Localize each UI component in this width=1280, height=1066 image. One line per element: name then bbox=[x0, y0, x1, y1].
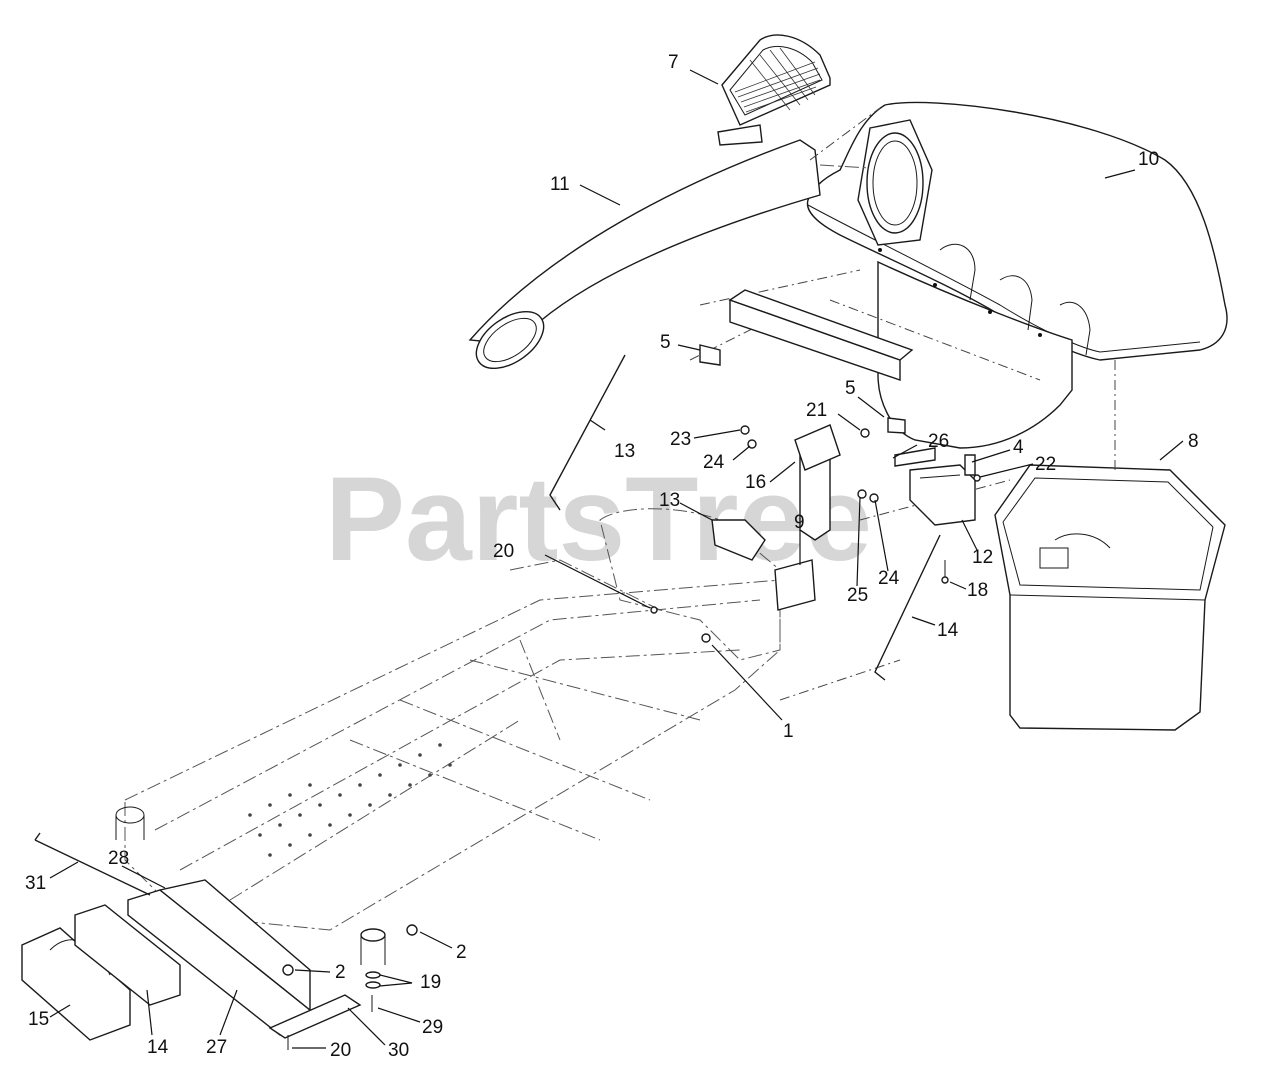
callout-2: 2 bbox=[335, 962, 346, 983]
deck-perforation-dots bbox=[248, 743, 452, 857]
callout-5: 5 bbox=[660, 332, 671, 353]
callout-29: 29 bbox=[422, 1017, 443, 1038]
callout-20: 20 bbox=[330, 1040, 351, 1061]
callout-12: 13 bbox=[659, 490, 680, 511]
part-31-rod bbox=[34, 832, 151, 896]
callout-13: 14 bbox=[937, 620, 959, 641]
callout-19: 19 bbox=[420, 972, 441, 993]
mower-frame-phantom bbox=[115, 508, 781, 931]
callout-11: 12 bbox=[972, 547, 993, 568]
callout-18: 18 bbox=[967, 580, 988, 601]
callout-22: 21 bbox=[806, 400, 827, 421]
callout-23: 22 bbox=[1035, 454, 1056, 475]
callout-9: 10 bbox=[1138, 149, 1159, 170]
part-27-weight-bracket bbox=[127, 879, 311, 1036]
callout-25: 25 bbox=[847, 585, 868, 606]
watermark-text: PartsTree bbox=[325, 452, 872, 586]
caster-spacer-19 bbox=[282, 924, 418, 1050]
part-13-rods bbox=[549, 354, 941, 681]
part-7-collection-bag bbox=[994, 464, 1226, 731]
callout-6: 7 bbox=[668, 52, 679, 73]
part-12-plate bbox=[711, 519, 766, 561]
callout-27: 27 bbox=[206, 1037, 227, 1058]
partstree-watermark: PartsTree ™ bbox=[325, 452, 940, 586]
callout-31: 31 bbox=[25, 873, 46, 894]
part-11-bracket bbox=[909, 464, 976, 526]
callout-labels: 7 10 11 5 5 21 26 4 22 8 23 13 24 16 13 … bbox=[25, 52, 1199, 1061]
callout-16: 16 bbox=[745, 472, 766, 493]
callout-1: 1 bbox=[783, 721, 794, 742]
callout-21: 20 bbox=[493, 541, 514, 562]
assembly-centerlines bbox=[689, 107, 1116, 701]
callout-2: 2 bbox=[456, 942, 467, 963]
callout-30: 30 bbox=[388, 1040, 409, 1061]
part-16-hitch-frame bbox=[728, 289, 914, 541]
callout-7: 8 bbox=[1188, 431, 1199, 452]
part-9-hopper-lid bbox=[806, 101, 1228, 449]
part-30-link bbox=[268, 994, 362, 1039]
callout-5: 5 bbox=[845, 378, 856, 399]
callout-24: 23 bbox=[670, 429, 691, 450]
callout-28: 28 bbox=[108, 848, 129, 869]
part-14-weight-plate bbox=[74, 904, 181, 1006]
callout-25: 24 bbox=[703, 452, 725, 473]
callout-15: 15 bbox=[28, 1009, 49, 1030]
small-hardware bbox=[650, 344, 981, 643]
callout-10: 11 bbox=[550, 174, 570, 195]
callout-leaders bbox=[49, 69, 1184, 1049]
callout-13: 13 bbox=[614, 441, 635, 462]
part-10-chute-tube bbox=[468, 139, 871, 369]
callout-24: 24 bbox=[878, 568, 900, 589]
callout-8: 9 bbox=[794, 512, 805, 533]
callout-26: 26 bbox=[928, 431, 949, 452]
callout-14: 14 bbox=[147, 1037, 169, 1058]
callout-4: 4 bbox=[1013, 437, 1024, 458]
part-6-screen bbox=[717, 34, 831, 146]
